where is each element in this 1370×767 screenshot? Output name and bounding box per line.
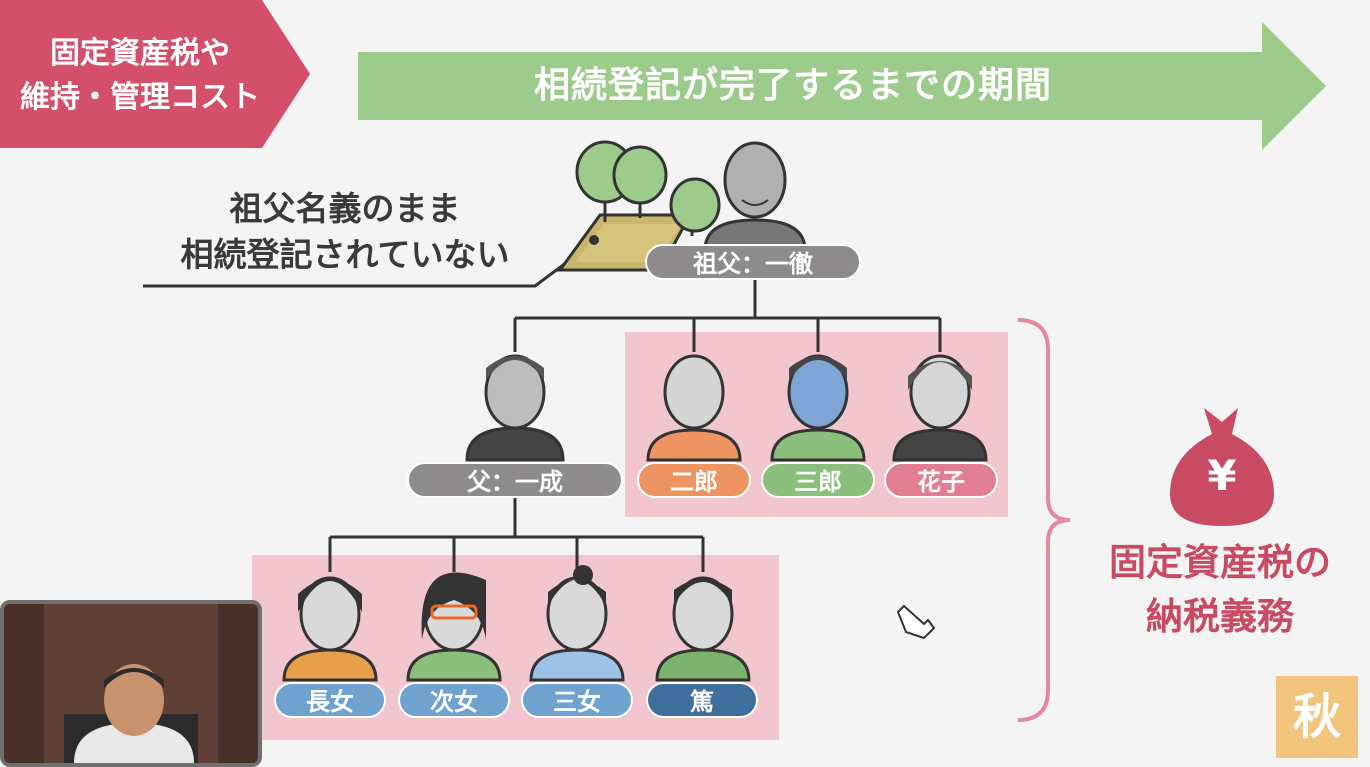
jiro-label: 二郎	[637, 462, 751, 498]
tax-obligation-text: 固定資産税の 納税義務	[1070, 536, 1370, 644]
topic-text: 固定資産税や 維持・管理コスト	[0, 32, 280, 120]
period-arrow	[358, 22, 1326, 150]
grandfather-icon	[703, 141, 807, 252]
tree-lines	[328, 276, 942, 572]
grandfather-label: 祖父：一徹	[645, 244, 861, 280]
yen-symbol: ¥	[1207, 451, 1237, 500]
father-icon	[465, 354, 565, 462]
note-line-1: 祖父名義のまま	[229, 189, 461, 228]
note-line-2: 相続登記されていない	[180, 235, 510, 274]
period-text: 相続登記が完了するまでの期間	[533, 65, 1052, 106]
topic-line-1: 固定資産税や	[50, 36, 230, 71]
topic-line-2: 維持・管理コスト	[20, 80, 260, 115]
saburo-label: 三郎	[761, 462, 875, 498]
webcam-video	[0, 600, 262, 767]
hanako-icon	[892, 354, 988, 462]
money-bag-icon	[1170, 408, 1274, 526]
third-daughter-icon	[529, 565, 625, 682]
eldest-daughter-label: 長女	[274, 682, 386, 718]
grandfather-note: 祖父名義のまま 相続登記されていない	[150, 186, 540, 278]
topic-label	[0, 0, 310, 148]
autumn-badge: 秋	[1276, 676, 1358, 758]
second-daughter-label: 次女	[398, 682, 510, 718]
note-underline	[143, 240, 595, 288]
tax-line-1: 固定資産税の	[1109, 541, 1331, 584]
presenter-image	[4, 604, 258, 763]
hand-cursor-icon	[896, 604, 936, 640]
saburo-icon	[770, 354, 866, 462]
eldest-daughter-icon	[282, 576, 378, 682]
third-daughter-label: 三女	[521, 682, 633, 718]
second-daughter-icon	[406, 572, 502, 682]
brace-bracket	[1017, 318, 1071, 722]
hanako-label: 花子	[884, 462, 998, 498]
father-label: 父：一成	[407, 462, 623, 498]
atsushi-label: 篤	[646, 682, 758, 718]
tax-line-2: 納税義務	[1146, 595, 1294, 638]
jiro-icon	[646, 354, 742, 462]
atsushi-icon	[655, 576, 751, 682]
